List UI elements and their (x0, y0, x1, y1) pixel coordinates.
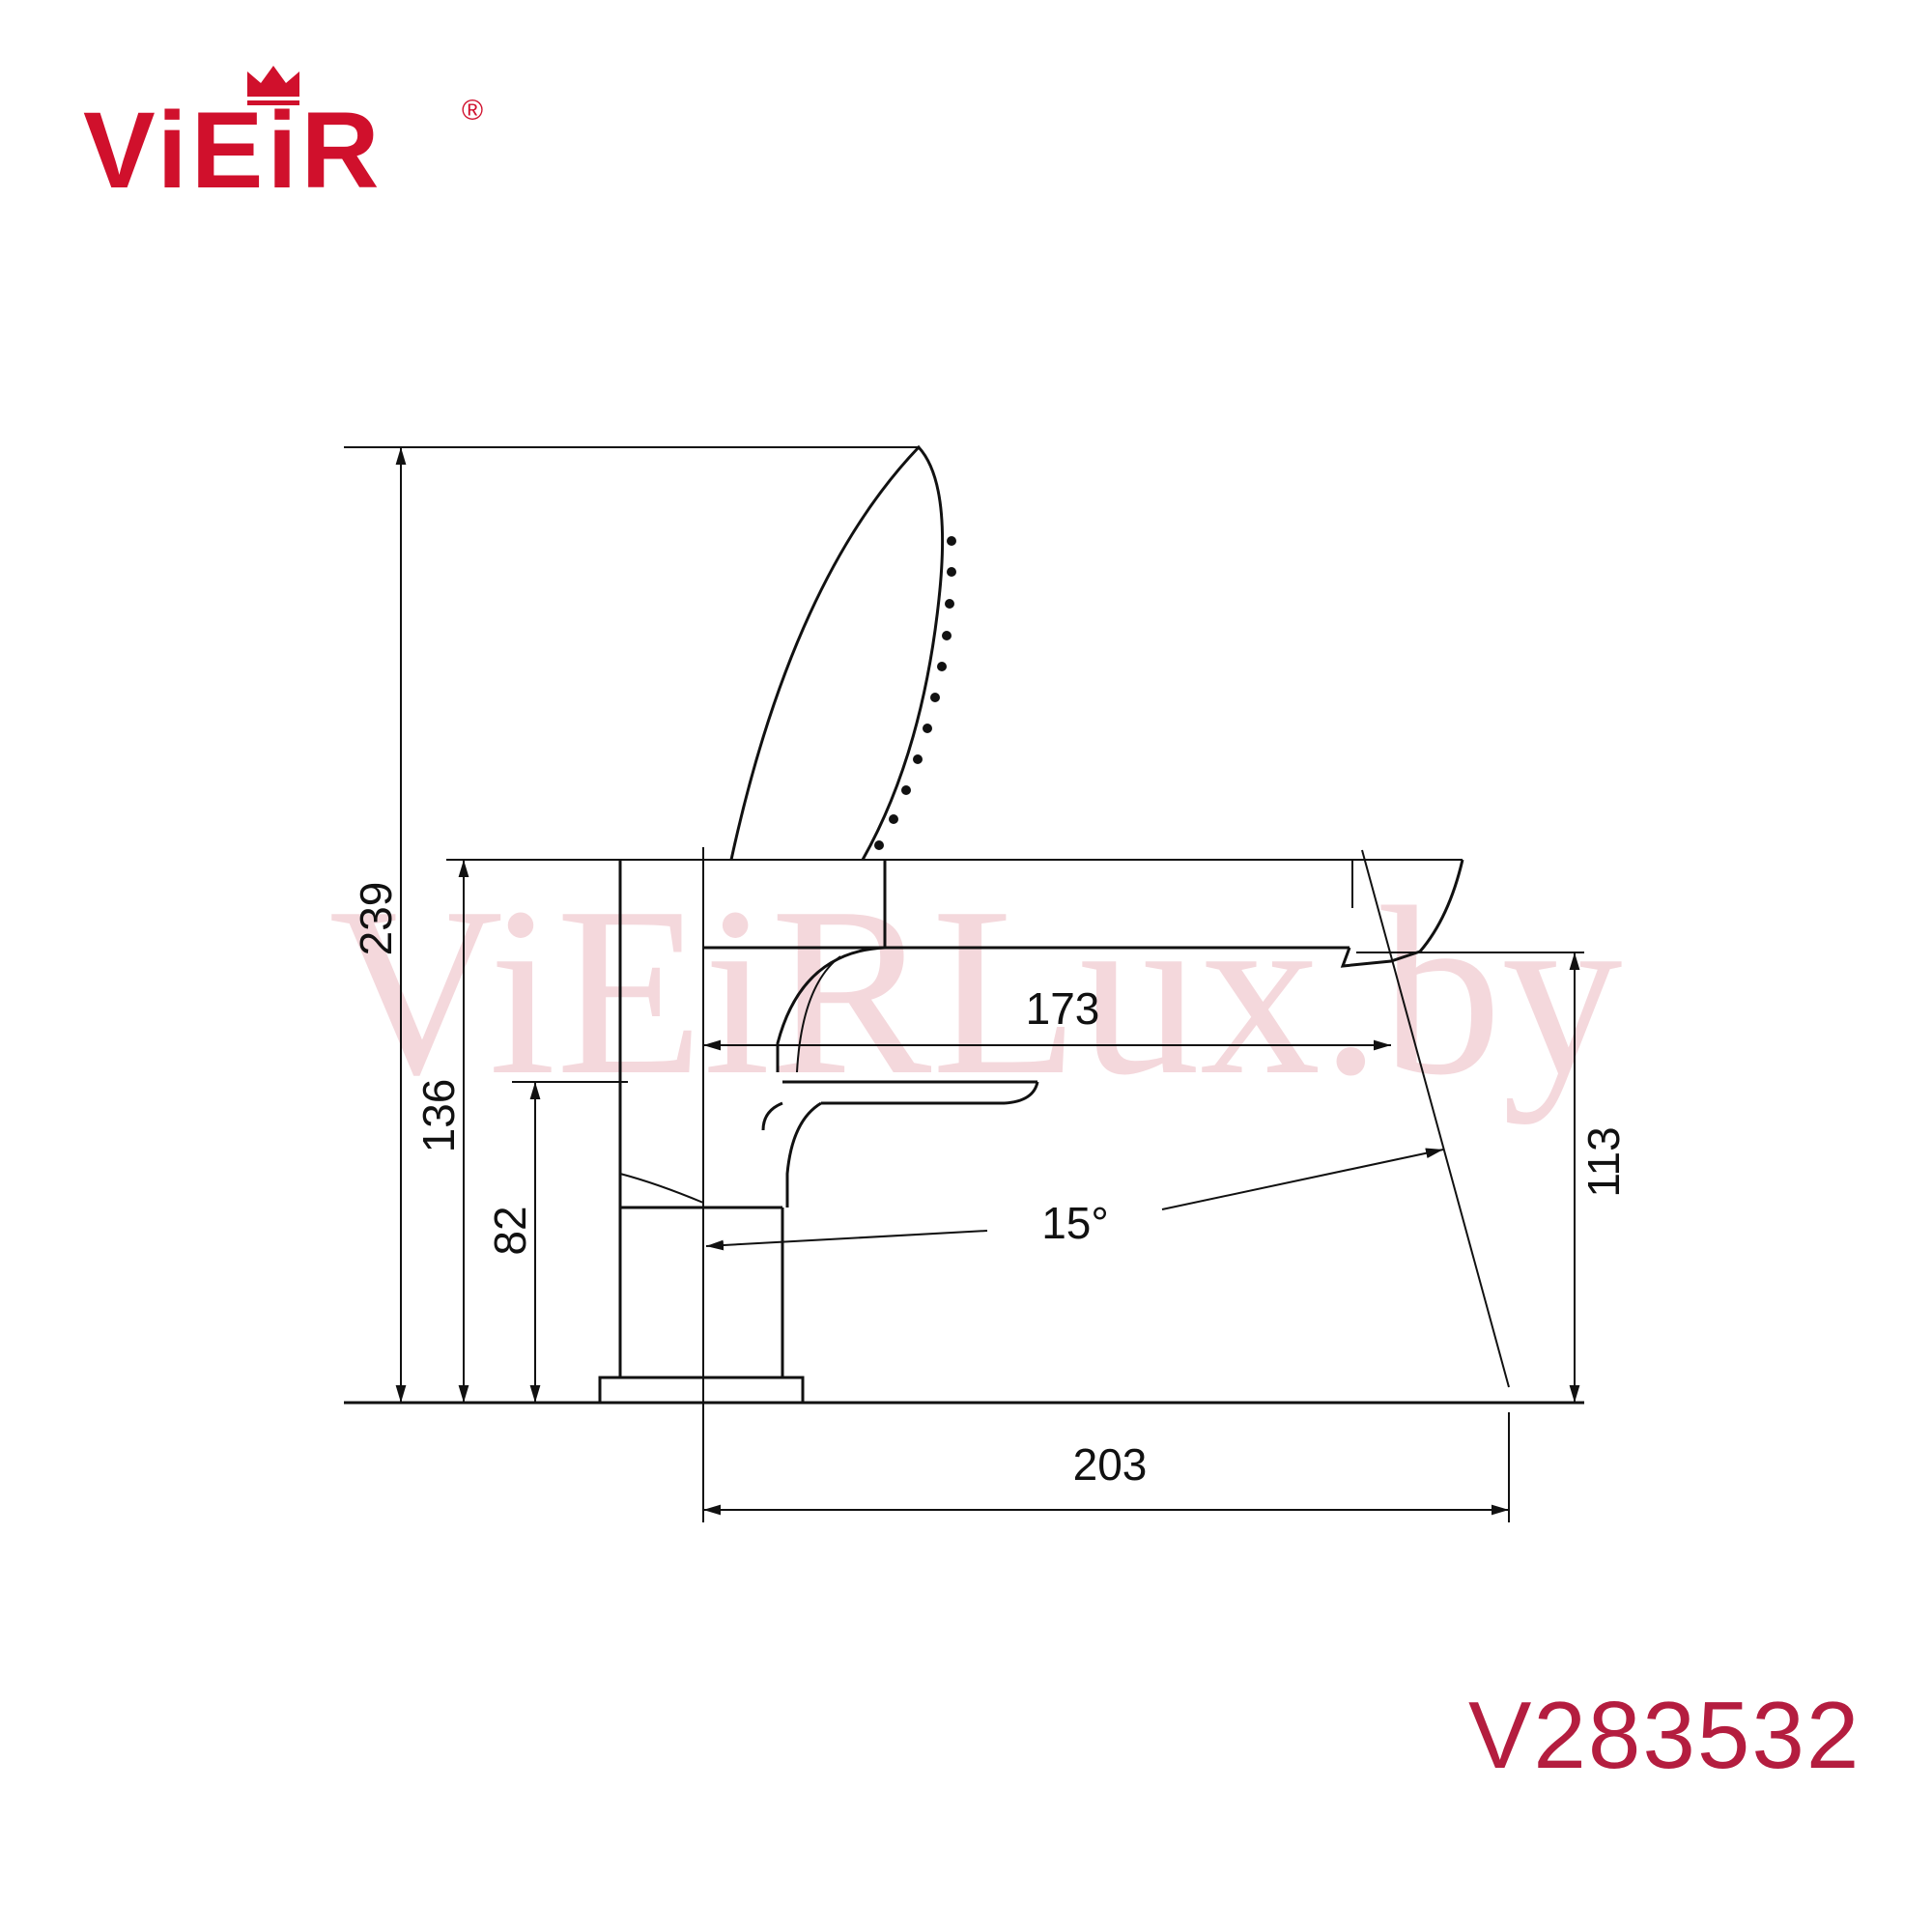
dim-spout-reach: 173 (1026, 983, 1100, 1034)
vieir-logo: ViEiR ® (83, 66, 483, 211)
spray-nozzles (874, 536, 956, 850)
logo-text: ViEiR (83, 90, 384, 211)
registered-mark: ® (462, 95, 483, 127)
dim-angle: 15° (1041, 1198, 1109, 1248)
dim-overall-height: 239 (351, 882, 401, 956)
dim-lower-spout-height: 82 (485, 1206, 535, 1255)
dim-total-depth: 203 (1073, 1439, 1148, 1490)
dim-body-height: 136 (413, 1079, 464, 1153)
crown-icon (247, 66, 299, 105)
dimension-lines (395, 447, 1580, 1516)
mixer-outline (598, 444, 1464, 1405)
reference-lines (344, 446, 1584, 1522)
watermark: ViEiRLux.by (328, 858, 1622, 1125)
dim-spout-clearance: 113 (1578, 1126, 1629, 1197)
model-code: V283532 (1468, 1682, 1861, 1788)
